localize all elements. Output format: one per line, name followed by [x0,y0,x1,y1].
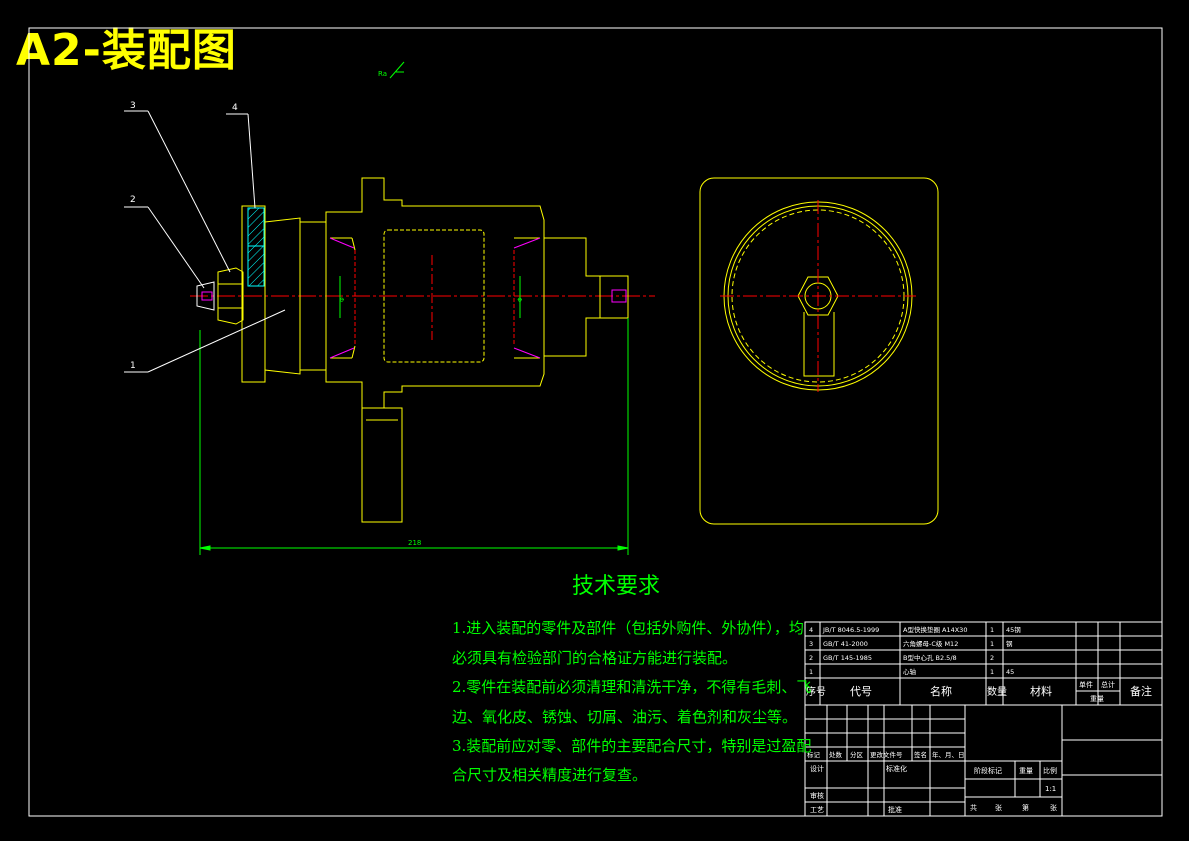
part-row-3-code: GB/T 41-2000 [823,640,868,648]
rev-zone: 分区 [850,750,864,759]
label-scale: 比例 [1043,766,1057,775]
header-total: 总计 [1101,680,1115,689]
part-row-1-material: 45 [1006,668,1014,676]
header-code: 代号 [850,685,872,698]
sheet-title: A2-装配图 [16,25,237,76]
parts-list-text: 4 JB/T 8046.5-1999 A型快换垫圈 A14X30 1 45钢 3… [806,625,1152,814]
header-no: 序号 [806,685,826,698]
part-row-4-material: 45钢 [1006,626,1021,634]
sheets-unit-1: 张 [995,803,1002,812]
label-standardize: 标准化 [886,764,907,773]
hex-nut-part [217,267,244,325]
part-balloons: 3 4 2 1 [124,101,286,373]
balloon-4: 4 [232,103,238,113]
svg-text:Φ: Φ [339,297,346,302]
title-block-grid [804,621,1163,817]
center-hole-part [196,281,215,311]
rev-doc: 更改文件号 [870,750,903,759]
tech-line-5: 3.装配前应对零、部件的主要配合尺寸，特别是过盈配 [452,737,812,755]
front-view: Φ Φ [190,177,655,523]
part-row-4-name: A型快换垫圈 A14X30 [903,625,967,634]
part-row-4-no: 4 [809,626,813,634]
part-row-1-qty: 1 [990,668,994,676]
part-row-1-no: 1 [809,668,813,676]
label-approve: 批准 [888,805,902,814]
part-row-2-no: 2 [809,654,813,662]
label-review: 审核 [810,791,824,800]
tech-line-2: 必须具有检验部门的合格证方能进行装配。 [452,649,738,667]
sheets-current: 第 [1022,803,1029,812]
part-row-3-qty: 1 [990,640,994,648]
tech-line-3: 2.零件在装配前必须清理和清洗干净，不得有毛刺、飞 [452,678,812,696]
tech-line-6: 合尺寸及相关精度进行复查。 [452,766,648,784]
part-row-2-name: B型中心孔 B2.5/8 [903,653,957,662]
flange [264,217,301,375]
tech-line-1: 1.进入装配的零件及部件（包括外购件、外协件），均 [452,619,804,637]
part-row-1-name: 心轴 [903,667,917,676]
label-weight: 重量 [1019,767,1033,775]
balloon-2: 2 [130,195,136,205]
part-row-3-no: 3 [809,640,813,648]
tech-line-4: 边、氧化皮、锈蚀、切屑、油污、着色剂和灰尘等。 [452,708,798,726]
sheet-border [28,27,1163,817]
side-body-outline [699,177,939,525]
header-qty: 数量 [987,685,1007,698]
roughness-label: Ra [378,70,387,78]
balloon-3: 3 [130,101,136,111]
part-row-2-code: GB/T 145-1985 [823,654,872,662]
rev-sign: 签名 [914,750,927,759]
header-unit: 单件 [1079,680,1093,689]
part-row-2-qty: 2 [990,654,994,662]
overall-dimension: 218 [199,318,629,555]
rev-count: 处数 [829,750,843,759]
sheets-unit-2: 张 [1050,803,1057,812]
header-material: 材料 [1030,684,1052,698]
part-row-3-name: 六角螺母-C级 M12 [903,639,958,648]
dimension-value: 218 [408,539,421,547]
fixture-body [325,177,545,409]
side-view [699,177,939,525]
label-process: 工艺 [810,806,824,814]
label-stage-mark: 阶段标记 [974,766,1002,775]
rev-date: 年、月、日 [932,750,965,759]
sheets-total: 共 [970,803,977,812]
tech-requirements-heading: 技术要求 [572,574,661,599]
part-row-4-qty: 1 [990,626,994,634]
header-name: 名称 [930,684,952,698]
header-remark: 备注 [1130,684,1152,698]
rev-mark: 标记 [807,750,821,759]
header-weight: 重量 [1090,695,1104,703]
part-row-3-material: 钢 [1006,640,1013,648]
balloon-1: 1 [130,361,136,371]
surface-roughness-symbol: Ra [378,61,405,79]
scale-value: 1:1 [1045,785,1056,793]
part-row-4-code: JB/T 8046.5-1999 [822,626,879,634]
label-design: 设计 [810,764,824,773]
